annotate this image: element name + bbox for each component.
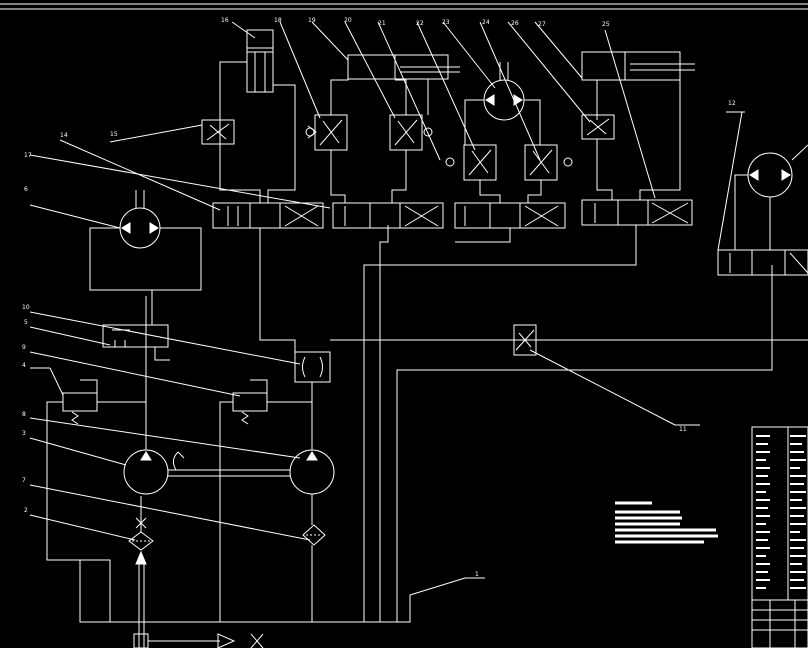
callout-5: 5 [24, 319, 28, 326]
throttle-valve-26b [581, 114, 615, 200]
callout-10: 10 [22, 304, 30, 311]
valve-5-10 [102, 324, 170, 361]
pump-3 [123, 296, 290, 495]
leader-lines [29, 21, 745, 541]
callout-12: 12 [728, 100, 736, 107]
callout-26: 26 [511, 20, 519, 27]
callout-3: 3 [22, 430, 26, 437]
notes-block [615, 501, 718, 544]
callout-14: 14 [60, 132, 68, 139]
relief-valve-4 [46, 379, 146, 622]
callout-19: 19 [308, 17, 316, 24]
valve-25 [581, 199, 693, 226]
callout-2: 2 [24, 507, 28, 514]
callout-18: 18 [274, 17, 282, 24]
throttle-valve-20 [389, 79, 433, 203]
callout-7: 7 [22, 477, 26, 484]
callout-1: 1 [475, 571, 479, 578]
callout-4: 4 [22, 362, 26, 369]
throttle-valve-11 [513, 324, 537, 356]
callout-6: 6 [24, 186, 28, 193]
callout-22: 22 [416, 20, 424, 27]
callout-11: 11 [679, 426, 687, 433]
motor-12 [717, 111, 808, 251]
flow-divider [259, 225, 808, 622]
callout-15: 15 [110, 131, 118, 138]
throttle-valve-19 [305, 60, 349, 203]
relief-valve-9 [219, 379, 312, 622]
callout-24: 24 [482, 19, 490, 26]
callout-17: 17 [24, 152, 32, 159]
pump-8 [289, 405, 335, 622]
callout-16: 16 [221, 17, 229, 24]
valve-22 [454, 202, 566, 243]
callout-9: 9 [22, 344, 26, 351]
callout-21: 21 [378, 20, 386, 27]
callout-20: 20 [344, 17, 352, 24]
throttle-valve-26 [524, 144, 573, 203]
callout-8: 8 [22, 411, 26, 418]
throttle-valve-15 [201, 119, 235, 145]
throttle-valve-22 [445, 144, 501, 203]
tank-1 [79, 560, 485, 623]
drawing-frame [0, 3, 808, 10]
callout-23: 23 [442, 19, 450, 26]
callout-25: 25 [602, 21, 610, 28]
callout-27: 27 [538, 21, 546, 28]
filter-7 [302, 524, 326, 546]
motor-24 [464, 62, 541, 145]
filter-2 [128, 496, 264, 648]
valve-14 [212, 202, 324, 229]
valve-12 [717, 249, 808, 276]
cylinder-19 [347, 54, 460, 115]
cylinder-27 [581, 51, 695, 200]
callout-labels: 1 2 3 4 5 6 7 8 9 10 11 12 14 15 16 17 1… [22, 17, 736, 578]
parts-table [751, 426, 808, 648]
cylinder-16 [219, 29, 296, 203]
motor-6 [89, 190, 202, 325]
valve-17 [332, 202, 444, 229]
